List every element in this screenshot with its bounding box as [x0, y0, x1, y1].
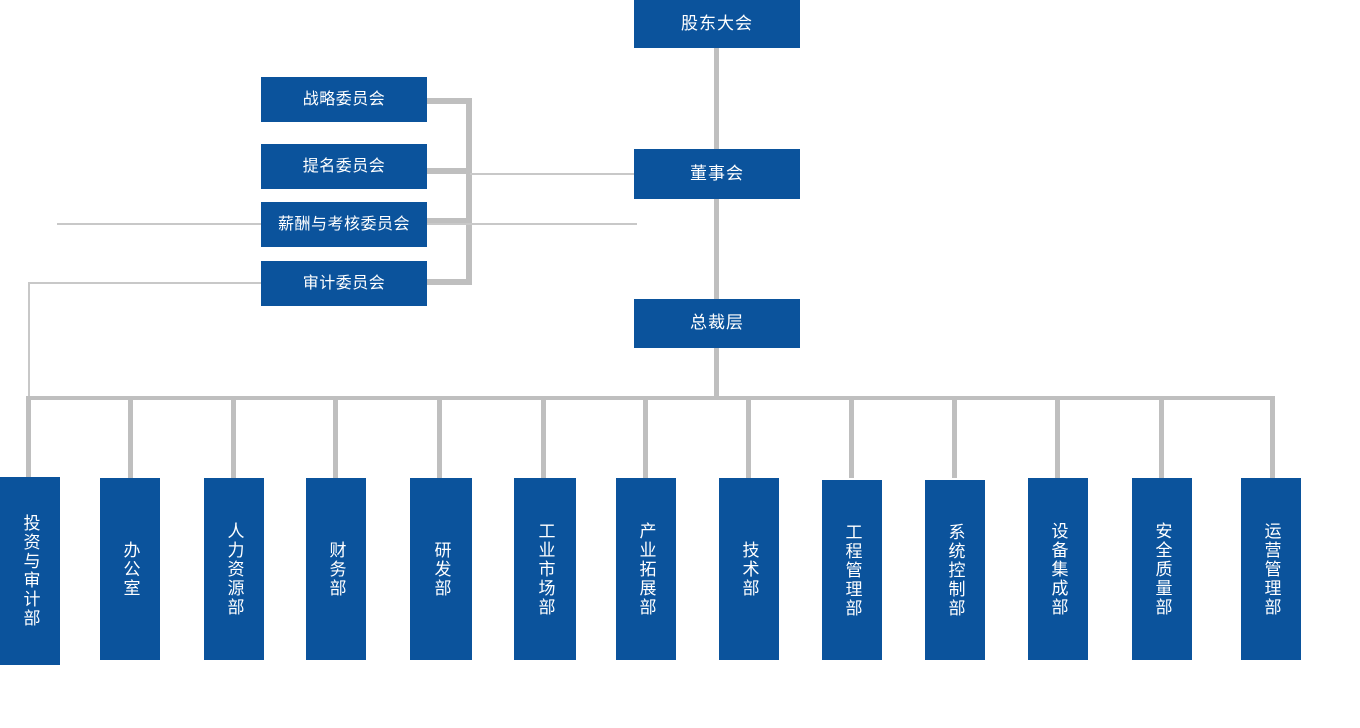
- connector-main-bus: [28, 396, 1275, 400]
- node-department-office-label: 办公室: [120, 540, 140, 598]
- node-president-level[interactable]: 总裁层: [634, 299, 800, 348]
- connector-committee-stub-nomination: [426, 168, 470, 174]
- connector-committee-stub-strategy: [426, 98, 470, 104]
- node-president-level-label: 总裁层: [690, 313, 744, 333]
- node-department-system-control-label: 系统控制部: [945, 522, 965, 618]
- node-board-of-directors[interactable]: 董事会: [634, 149, 800, 199]
- connector-committees-to-board: [470, 173, 636, 175]
- node-department-system-control[interactable]: 系统控制部: [925, 480, 985, 660]
- connector-drop-10: [1055, 396, 1060, 478]
- connector-drop-3: [333, 396, 338, 478]
- node-department-engineering-management-label: 工程管理部: [842, 522, 862, 618]
- node-department-industrial-market[interactable]: 工业市场部: [514, 478, 576, 660]
- node-board-of-directors-label: 董事会: [690, 163, 744, 183]
- node-committee-nomination-label: 提名委员会: [302, 157, 386, 175]
- node-department-rd-label: 研发部: [431, 540, 451, 598]
- node-department-human-resources[interactable]: 人力资源部: [204, 478, 264, 660]
- connector-drop-1: [128, 396, 133, 478]
- connector-drop-6: [643, 396, 648, 478]
- node-department-technology[interactable]: 技术部: [719, 478, 779, 660]
- node-department-investment-audit[interactable]: 投资与审计部: [0, 477, 60, 665]
- node-department-safety-quality[interactable]: 安全质量部: [1132, 478, 1192, 660]
- connector-president-to-bus: [714, 348, 719, 400]
- connector-committee-stub-compensation: [426, 218, 470, 224]
- connector-drop-9: [952, 396, 957, 478]
- connector-drop-8: [849, 396, 854, 478]
- node-department-industry-expansion[interactable]: 产业拓展部: [616, 478, 676, 660]
- node-committee-strategy-label: 战略委员会: [302, 90, 386, 108]
- connector-committee-stub-audit: [426, 279, 470, 285]
- node-department-engineering-management[interactable]: 工程管理部: [822, 480, 882, 660]
- node-department-operations-management-label: 运营管理部: [1261, 521, 1281, 617]
- connector-audit-left-horizontal: [28, 282, 262, 284]
- node-committee-compensation-label: 薪酬与考核委员会: [277, 215, 410, 233]
- node-department-operations-management[interactable]: 运营管理部: [1241, 478, 1301, 660]
- connector-board-to-president: [714, 199, 719, 299]
- connector-drop-12: [1270, 396, 1275, 478]
- node-department-rd[interactable]: 研发部: [410, 478, 472, 660]
- node-committee-strategy[interactable]: 战略委员会: [261, 77, 427, 122]
- connector-drop-5: [541, 396, 546, 478]
- connector-drop-11: [1159, 396, 1164, 478]
- node-shareholders-meeting[interactable]: 股东大会: [634, 0, 800, 48]
- node-committee-compensation[interactable]: 薪酬与考核委员会: [261, 202, 427, 247]
- node-department-safety-quality-label: 安全质量部: [1152, 521, 1172, 617]
- node-department-finance[interactable]: 财务部: [306, 478, 366, 660]
- node-committee-nomination[interactable]: 提名委员会: [261, 144, 427, 189]
- connector-drop-0: [26, 396, 31, 478]
- node-shareholders-meeting-label: 股东大会: [681, 13, 753, 33]
- node-committee-audit[interactable]: 审计委员会: [261, 261, 427, 306]
- node-department-technology-label: 技术部: [739, 540, 759, 598]
- node-department-industry-expansion-label: 产业拓展部: [636, 521, 656, 617]
- node-department-investment-audit-label: 投资与审计部: [20, 514, 40, 628]
- connector-committee-trunk: [466, 98, 472, 285]
- node-department-human-resources-label: 人力资源部: [224, 521, 244, 617]
- connector-drop-2: [231, 396, 236, 478]
- connector-drop-7: [746, 396, 751, 478]
- node-department-equipment-integration[interactable]: 设备集成部: [1028, 478, 1088, 660]
- connector-shareholders-to-board: [714, 48, 719, 149]
- connector-drop-4: [437, 396, 442, 478]
- node-department-industrial-market-label: 工业市场部: [535, 521, 555, 617]
- node-department-equipment-integration-label: 设备集成部: [1048, 521, 1068, 617]
- node-committee-audit-label: 审计委员会: [302, 274, 386, 292]
- connector-audit-left-vertical: [28, 282, 30, 400]
- node-department-office[interactable]: 办公室: [100, 478, 160, 660]
- node-department-finance-label: 财务部: [326, 540, 346, 598]
